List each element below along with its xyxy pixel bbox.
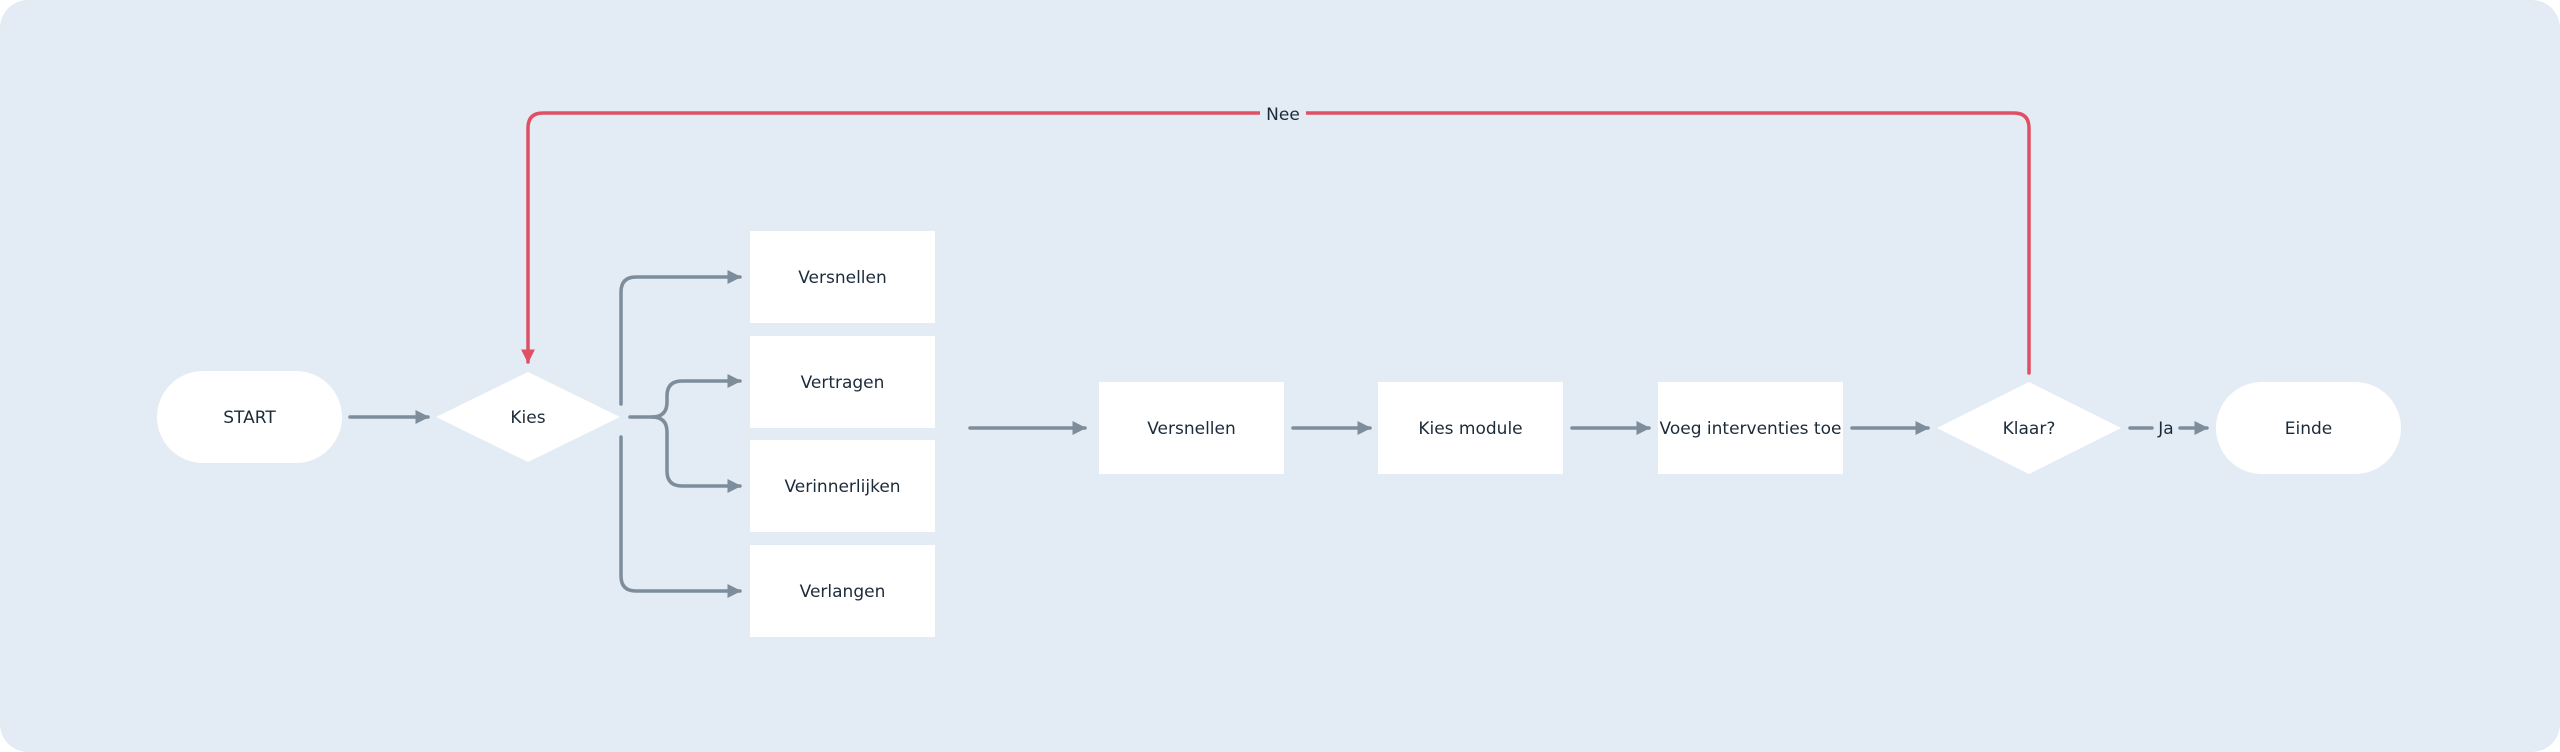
edge-label-ja: Ja bbox=[2157, 419, 2173, 439]
node-versnellen-a-label: Versnellen bbox=[798, 268, 887, 288]
node-kies-module-label: Kies module bbox=[1418, 419, 1522, 439]
node-klaar-label: Klaar? bbox=[2003, 419, 2056, 439]
edge-kies-vertragen bbox=[628, 374, 742, 419]
node-klaar: Klaar? bbox=[1937, 382, 2121, 474]
node-voeg-interventies-label: Voeg interventies toe bbox=[1660, 419, 1842, 439]
edge-kies-verinnerlijken bbox=[650, 415, 742, 493]
node-verinnerlijken: Verinnerlijken bbox=[750, 440, 935, 532]
node-einde-label: Einde bbox=[2285, 419, 2333, 439]
node-verinnerlijken-label: Verinnerlijken bbox=[784, 477, 900, 497]
edge-label-nee: Nee bbox=[1266, 105, 1300, 125]
node-versnellen-b: Versnellen bbox=[1099, 382, 1284, 474]
node-kies: Kies bbox=[436, 372, 620, 462]
node-voeg-interventies: Voeg interventies toe bbox=[1658, 382, 1843, 474]
node-start-label: START bbox=[223, 408, 276, 428]
edge-kies-verlangen bbox=[619, 435, 742, 598]
edge-kies-versnellen bbox=[619, 270, 742, 406]
node-vertragen-label: Vertragen bbox=[801, 373, 885, 393]
node-verlangen-label: Verlangen bbox=[800, 582, 886, 602]
node-versnellen-b-label: Versnellen bbox=[1147, 419, 1236, 439]
node-versnellen-a: Versnellen bbox=[750, 231, 935, 323]
node-start: START bbox=[157, 371, 342, 463]
edge-label-nee-bg bbox=[1260, 102, 1306, 126]
node-vertragen: Vertragen bbox=[750, 336, 935, 428]
node-verlangen: Verlangen bbox=[750, 545, 935, 637]
node-kies-module: Kies module bbox=[1378, 382, 1563, 474]
node-kies-label: Kies bbox=[510, 408, 545, 428]
node-einde: Einde bbox=[2216, 382, 2401, 474]
